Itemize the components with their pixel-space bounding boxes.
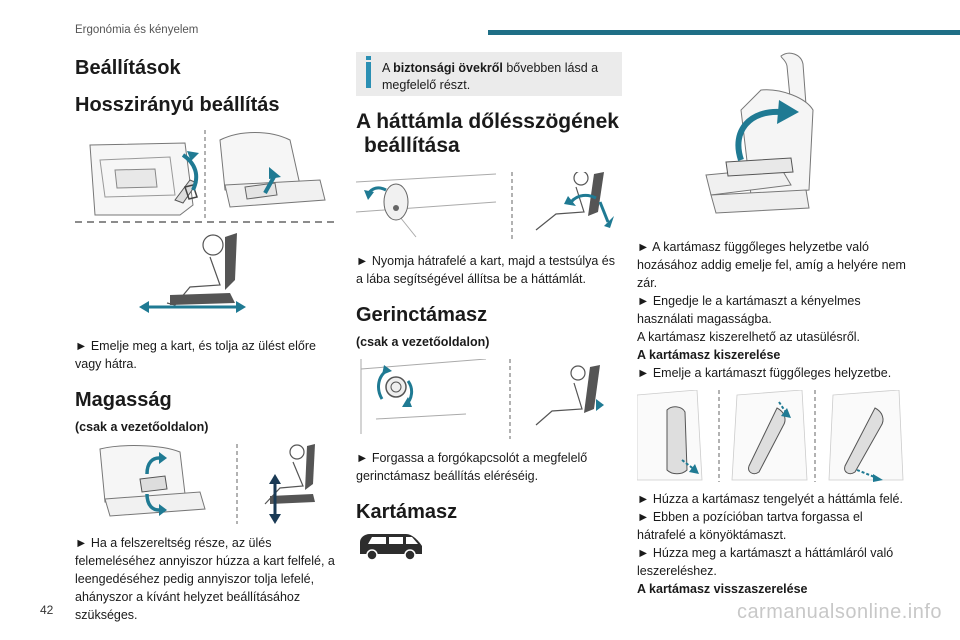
instruction-line: ► Ebben a pozícióban tartva forgassa el <box>637 510 863 524</box>
column-1: Beállítások Hosszirányú beállítás ► Emel… <box>75 50 337 624</box>
instruction-line: zár. <box>637 276 658 290</box>
instruction-line: hozásához addig emelje fel, amíg a helyé… <box>637 258 906 272</box>
height-text: ► Ha a felszereltség része, az ülés fele… <box>75 536 335 622</box>
instruction-line: A kartámasz kiszerelhető az utasülésről. <box>637 330 861 344</box>
lumbar-illustration <box>360 359 604 439</box>
instruction-line: leszereléshez. <box>637 564 717 578</box>
column-2: A biztonsági övekről bővebben lásd a meg… <box>356 50 622 562</box>
lumbar-subtitle: (csak a vezetőoldalon) <box>356 335 490 349</box>
height-title: Magasság <box>75 389 172 411</box>
info-box: A biztonsági övekről bővebben lásd a meg… <box>356 52 622 96</box>
backrest-illustration <box>356 172 614 242</box>
height-subtitle: (csak a vezetőoldalon) <box>75 420 209 434</box>
info-icon-dot <box>366 56 371 60</box>
instruction-line: ► A kartámasz függőleges helyzetbe való <box>637 240 869 254</box>
section-header: Ergonómia és kényelem <box>75 24 199 36</box>
instruction-line: ► Emelje a kartámaszt függőleges helyzet… <box>637 366 892 380</box>
longitudinal-title: Hosszirányú beállítás <box>75 94 280 116</box>
longitudinal-seat-illustration <box>75 130 337 313</box>
backrest-text: ► Nyomja hátrafelé a kart, majd a testsú… <box>356 254 616 286</box>
armrest-title: Kartámasz <box>356 501 458 523</box>
page-number: 42 <box>40 603 54 617</box>
instruction-line: használati magasságba. <box>637 312 772 326</box>
instruction-line: ► Engedje le a kartámaszt a kényelmes <box>637 294 861 308</box>
van-icon <box>360 534 422 561</box>
info-icon <box>366 62 371 88</box>
lumbar-text: ► Forgassa a forgókapcsolót a megfelelő … <box>356 451 588 483</box>
info-bold-link: biztonsági övekről <box>393 61 503 75</box>
column-3: ► A kartámasz függőleges helyzetbe való … <box>637 50 907 598</box>
height-seat-illustration <box>99 444 315 524</box>
lumbar-title: Gerinctámasz <box>356 304 488 326</box>
longitudinal-text: ► Emelje meg a kart, és tolja az ülést e… <box>75 339 316 371</box>
refit-heading: A kartámasz visszaszerelése <box>637 582 808 596</box>
header-bar <box>488 30 960 35</box>
armrest-instructions-2: ► Húzza a kartámasz tengelyét a háttámla… <box>637 490 907 598</box>
instruction-line: ► Húzza meg a kartámaszt a háttámláról v… <box>637 546 894 560</box>
watermark: carmanualsonline.info <box>736 601 942 623</box>
removal-heading: A kartámasz kiszerelése <box>637 348 781 362</box>
instruction-line: hátrafelé a könyöktámaszt. <box>637 528 787 542</box>
instruction-line: ► Húzza a kartámasz tengelyét a háttámla… <box>637 492 903 506</box>
info-text: A biztonsági övekről bővebben lásd a meg… <box>382 61 599 92</box>
armrest-raise-illustration <box>705 52 814 214</box>
armrest-instructions-1: ► A kartámasz függőleges helyzetbe való … <box>637 238 907 382</box>
settings-title: Beállítások <box>75 57 181 79</box>
armrest-removal-illustration <box>637 390 904 482</box>
